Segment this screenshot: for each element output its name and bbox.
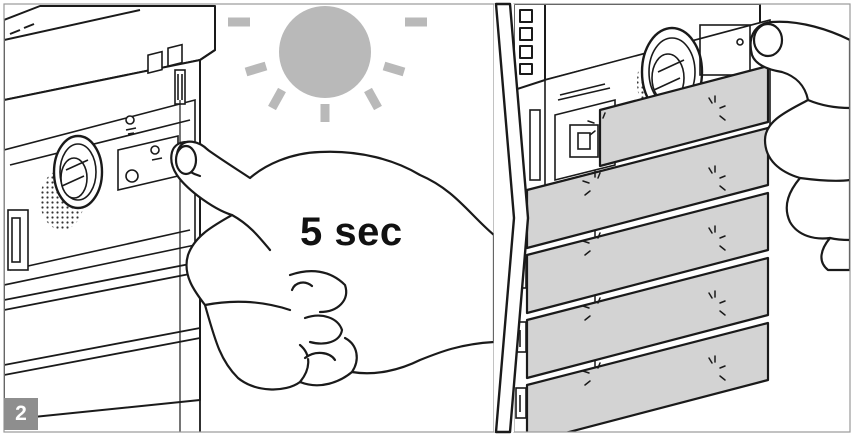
press-duration-label: 5 sec	[300, 204, 440, 260]
step-number-badge: 2	[4, 398, 38, 430]
right-panel	[514, 4, 850, 435]
